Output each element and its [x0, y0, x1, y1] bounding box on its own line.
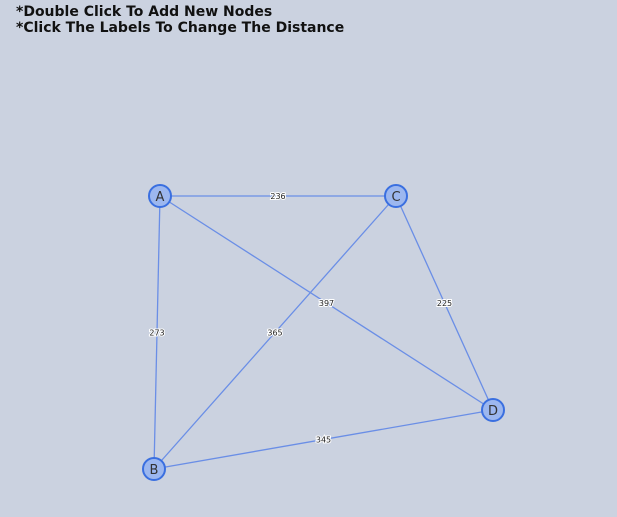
node-circle-c[interactable]: [384, 184, 408, 208]
instruction-change-distance: *Click The Labels To Change The Distance: [16, 20, 345, 36]
edge-labels-layer: 236 273 397 365 225 345: [148, 191, 453, 446]
node-c[interactable]: C: [384, 184, 408, 208]
node-a[interactable]: A: [148, 184, 172, 208]
instructions: *Double Click To Add New Nodes *Click Th…: [16, 4, 344, 36]
edge-distance-label-a-c[interactable]: 236: [269, 191, 286, 202]
node-circle-a[interactable]: [148, 184, 172, 208]
instruction-add-nodes: *Double Click To Add New Nodes: [16, 4, 273, 20]
edge-distance-label-c-b[interactable]: 365: [266, 328, 283, 339]
node-d[interactable]: D: [481, 398, 505, 422]
edge-b-d: [153, 409, 494, 470]
node-circle-d[interactable]: [481, 398, 505, 422]
edge-distance-label-a-d[interactable]: 397: [318, 298, 335, 309]
edge-c-d: [395, 195, 494, 411]
edge-distance-label-a-b[interactable]: 273: [148, 328, 165, 339]
edge-c-b: [153, 195, 397, 470]
edges-layer: [153, 195, 494, 470]
node-b[interactable]: B: [142, 457, 166, 481]
edge-a-d: [159, 195, 494, 411]
edge-distance-label-c-d[interactable]: 225: [436, 298, 453, 309]
edge-a-b: [153, 195, 161, 470]
edge-distance-label-b-d[interactable]: 345: [315, 435, 332, 446]
node-circle-b[interactable]: [142, 457, 166, 481]
